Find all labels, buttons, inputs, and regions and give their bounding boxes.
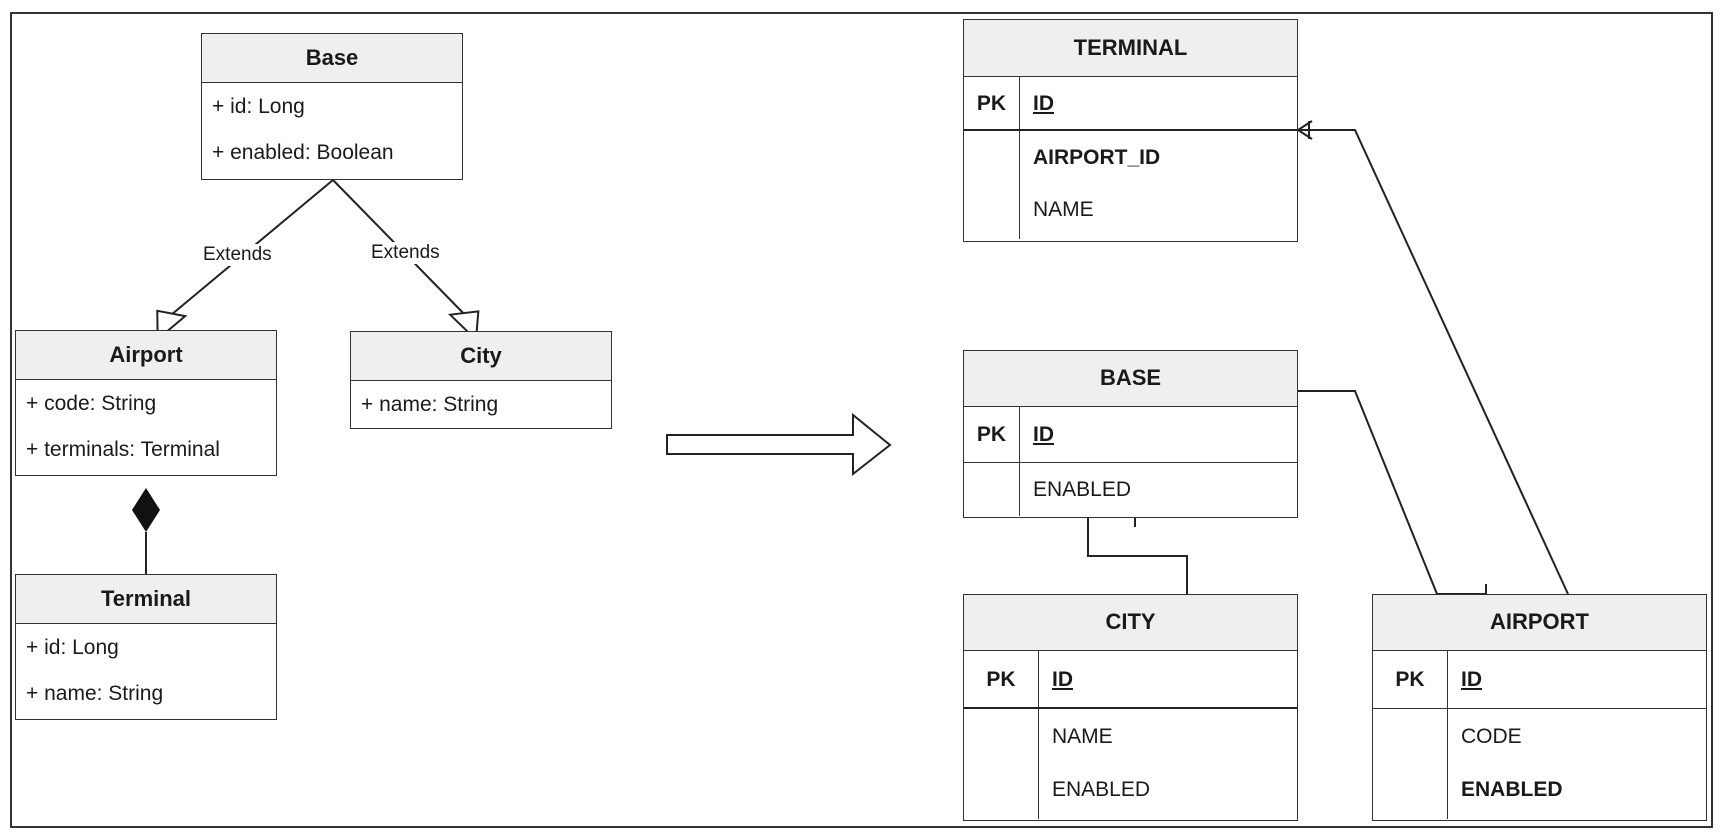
er-table-base: BASE PK ID ENABLED [963, 350, 1298, 518]
composition-diamond [132, 488, 160, 532]
column-rows: ENABLED [964, 463, 1297, 516]
extends-label-city: Extends [369, 242, 442, 264]
pk-label: PK [1373, 651, 1448, 708]
pk-row: PK ID [964, 651, 1297, 709]
column-rows: CODE ENABLED [1373, 709, 1706, 819]
pk-column: ID [1461, 668, 1482, 691]
class-attribute: + code: String [26, 392, 157, 415]
class-title: City [351, 332, 611, 381]
table-column: CODE [1461, 725, 1522, 748]
diagram-frame [10, 12, 1713, 828]
er-table-airport: AIRPORT PK ID CODE ENABLED [1372, 594, 1707, 821]
table-column: NAME [1033, 198, 1094, 221]
pk-label: PK [964, 407, 1020, 462]
uml-class-city: City + name: String [350, 331, 612, 429]
class-attribute: + name: String [26, 682, 164, 705]
class-title: Airport [16, 331, 276, 380]
column-rows: AIRPORT_ID NAME [964, 131, 1297, 239]
table-title: BASE [964, 351, 1297, 407]
er-table-terminal: TERMINAL PK ID AIRPORT_ID NAME [963, 19, 1298, 242]
table-column: ENABLED [1033, 478, 1132, 501]
table-column: ENABLED [1052, 778, 1151, 801]
table-title: AIRPORT [1373, 595, 1706, 651]
pk-row: PK ID [1373, 651, 1706, 709]
transform-arrow [666, 412, 892, 477]
class-title: Base [202, 34, 462, 83]
fk-base-airport [1298, 390, 1486, 595]
pk-label: PK [964, 77, 1020, 129]
extends-label-airport: Extends [201, 244, 274, 266]
class-attribute: + enabled: Boolean [212, 141, 394, 164]
table-title: CITY [964, 595, 1297, 651]
class-attribute: + name: String [361, 393, 499, 416]
fk-column: AIRPORT_ID [1033, 146, 1161, 169]
class-attribute: + id: Long [212, 95, 305, 118]
class-title: Terminal [16, 575, 276, 624]
class-attribute: + terminals: Terminal [26, 438, 220, 461]
pk-column: ID [1033, 92, 1054, 115]
pk-column: ID [1033, 423, 1054, 446]
pk-label: PK [964, 651, 1039, 707]
pk-row: PK ID [964, 407, 1297, 463]
uml-class-base: Base + id: Long + enabled: Boolean [201, 33, 463, 180]
fk-column: ENABLED [1461, 778, 1563, 801]
pk-column: ID [1052, 668, 1073, 691]
column-rows: NAME ENABLED [964, 709, 1297, 819]
uml-class-airport: Airport + code: String + terminals: Term… [15, 330, 277, 476]
table-title: TERMINAL [964, 20, 1297, 77]
table-column: NAME [1052, 725, 1113, 748]
class-attribute: + id: Long [26, 636, 119, 659]
er-table-city: CITY PK ID NAME ENABLED [963, 594, 1298, 821]
pk-row: PK ID [964, 77, 1297, 131]
fk-base-city [1087, 518, 1188, 594]
uml-class-terminal: Terminal + id: Long + name: String [15, 574, 277, 720]
